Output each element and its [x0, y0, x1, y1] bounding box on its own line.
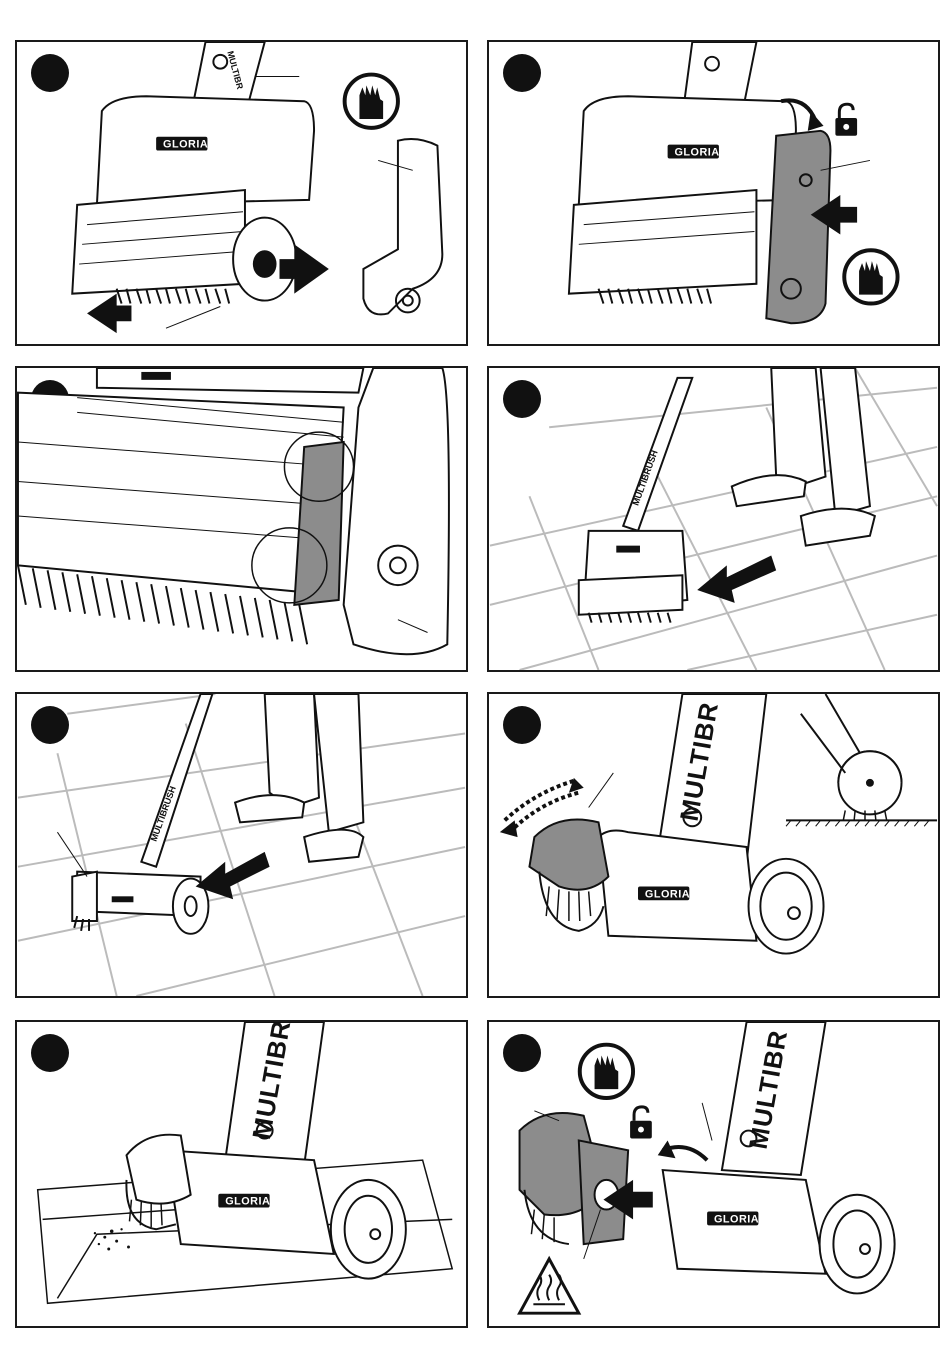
- illustration-joint-cleaning: MULTIBR GLORIA: [17, 1022, 466, 1326]
- illustration-floor-cleaning: MULTIBRUSH: [489, 368, 938, 670]
- glove-icon: [844, 250, 897, 303]
- glove-icon: [345, 75, 398, 128]
- illustration-remove-guard: MULTIBR GLORIA: [489, 1022, 938, 1326]
- panel-1: MULTIBR GLORIA: [15, 40, 468, 346]
- panel-3: [15, 366, 468, 672]
- brand-label: GLORIA: [714, 1213, 759, 1225]
- panel-8: MULTIBR GLORIA: [487, 1020, 940, 1328]
- illustration-edge-cleaning: MULTIBRUSH: [17, 694, 466, 996]
- panel-5: MULTIBRUSH: [15, 692, 468, 998]
- hot-surface-icon: [520, 1259, 579, 1313]
- brand-label: GLORIA: [675, 146, 720, 158]
- arrow-left-icon: [87, 294, 131, 333]
- illustration-side-cover: GLORIA: [489, 42, 938, 344]
- illustration-guard-adjust: MULTIBR GLORIA: [489, 694, 938, 996]
- panel-4: MULTIBRUSH: [487, 366, 940, 672]
- unlock-icon: [630, 1107, 652, 1139]
- panel-7: MULTIBR GLORIA: [15, 1020, 468, 1328]
- illustration-brush-insert: MULTIBR GLORIA: [17, 42, 466, 344]
- arrow-direction-icon: [697, 556, 776, 603]
- panel-6: MULTIBR GLORIA: [487, 692, 940, 998]
- brand-label: GLORIA: [163, 139, 208, 151]
- panel-2: GLORIA: [487, 40, 940, 346]
- brand-label: GLORIA: [645, 888, 690, 900]
- glove-icon: [580, 1045, 633, 1098]
- illustration-detail-cover: [17, 368, 466, 670]
- unlock-icon: [835, 104, 857, 136]
- brand-label: GLORIA: [225, 1196, 270, 1208]
